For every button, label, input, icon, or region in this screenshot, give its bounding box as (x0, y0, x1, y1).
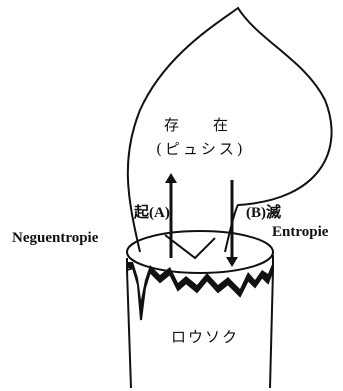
entropie-label: Entropie (272, 224, 328, 241)
arrow-up-label: 起(A) (134, 201, 170, 222)
wax-drip-shading (127, 262, 273, 320)
candle-left-side (127, 258, 131, 388)
existence-label-left: 存 (164, 114, 179, 135)
neguentropie-label: Neguentropie (12, 230, 98, 247)
arrow-down-label: (B)滅 (246, 201, 281, 222)
existence-label-right: 在 (213, 114, 228, 135)
candle-label: ロウソク (171, 326, 239, 347)
physis-label: (ピュシス) (156, 138, 246, 159)
